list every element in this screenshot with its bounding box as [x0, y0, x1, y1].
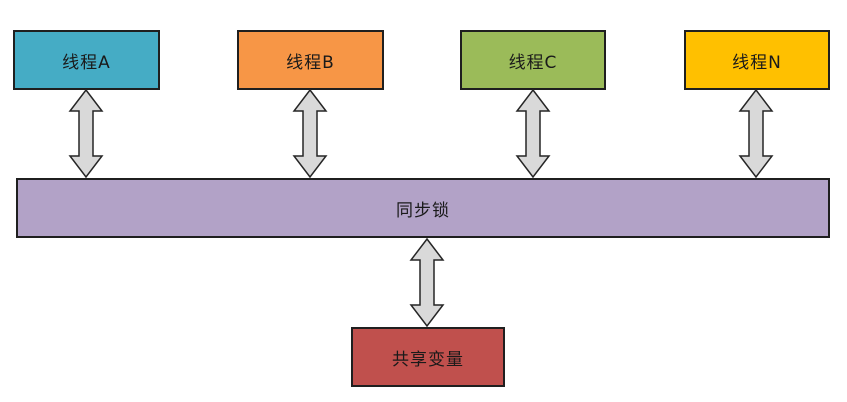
thread-b-label: 线程B: [286, 52, 335, 73]
shared-variable-box: 共享变量: [351, 327, 505, 387]
shared-variable-label: 共享变量: [392, 349, 464, 370]
thread-n-box: 线程N: [684, 30, 830, 90]
thread-c-box: 线程C: [460, 30, 606, 90]
double-arrow-thread-a-lock-icon: [68, 89, 104, 178]
thread-b-box: 线程B: [237, 30, 384, 90]
double-arrow-thread-n-lock-icon: [738, 89, 774, 178]
thread-c-label: 线程C: [508, 52, 558, 73]
double-arrow-thread-c-lock-icon: [515, 89, 551, 178]
double-arrow-lock-shared-variable-icon: [409, 238, 445, 327]
thread-n-label: 线程N: [732, 52, 782, 73]
sync-lock-label: 同步锁: [396, 200, 450, 221]
thread-a-box: 线程A: [13, 30, 160, 90]
sync-lock-bar: 同步锁: [16, 178, 830, 238]
thread-a-label: 线程A: [62, 52, 111, 73]
double-arrow-thread-b-lock-icon: [292, 89, 328, 178]
